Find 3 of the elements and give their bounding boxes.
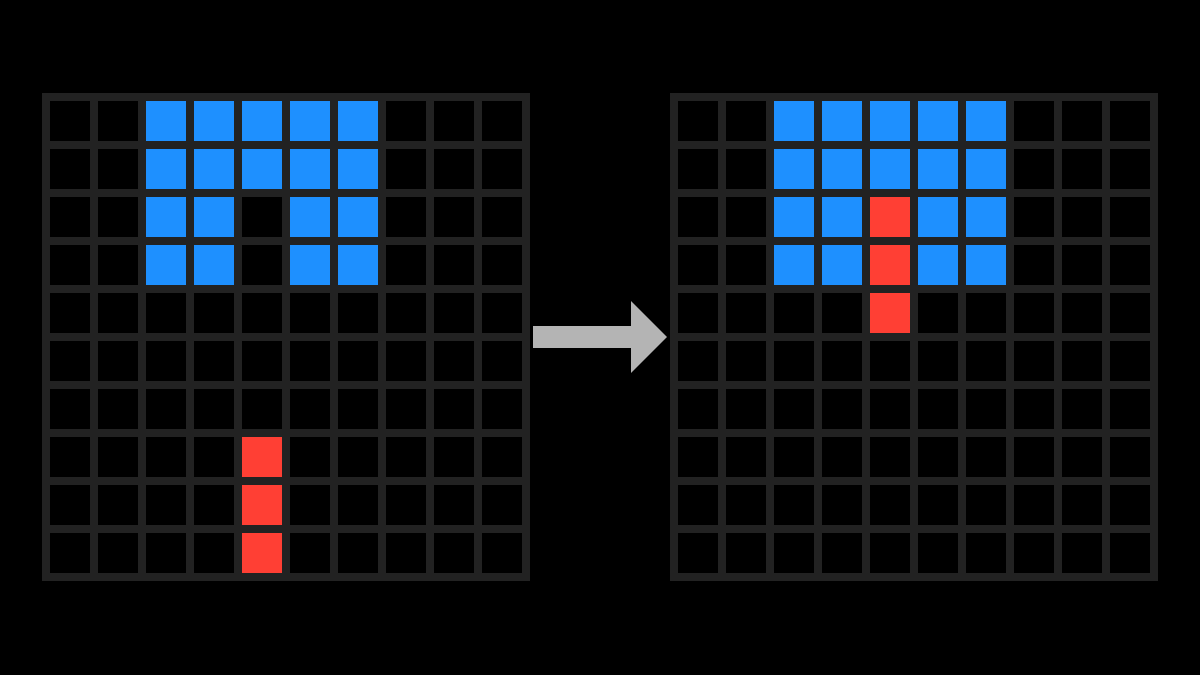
pixel-grid — [670, 93, 1158, 581]
arrow — [533, 301, 667, 373]
pixel-grid — [42, 93, 530, 581]
